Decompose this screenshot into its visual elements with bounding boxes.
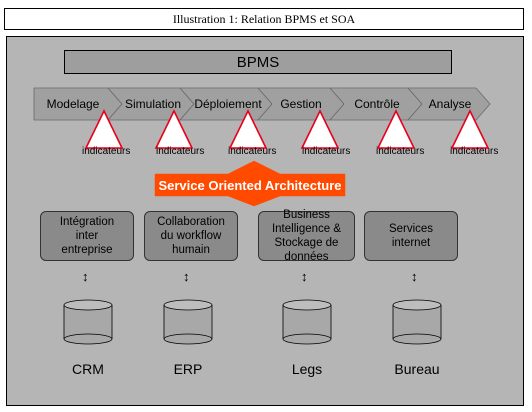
database-legs <box>282 299 332 345</box>
updown-arrow-icon: ↕ <box>82 269 89 284</box>
step-label-simulation: Simulation <box>124 97 182 111</box>
system-label-crm: CRM <box>72 361 104 377</box>
indicator-label-3: indicateurs <box>228 146 277 157</box>
indicator-triangle-5 <box>376 109 416 149</box>
indicator-triangle-3 <box>228 109 268 149</box>
soa-label: Service Oriented Architecture <box>158 177 342 193</box>
service-box-collaboration: Collaboration du workflow humain <box>144 211 238 261</box>
service-box-business-intelligence: Business Intelligence & Stockage de donn… <box>258 209 355 263</box>
step-label-modelage: Modelage <box>46 97 100 111</box>
system-label-bureau: Bureau <box>394 361 440 377</box>
indicator-label-4: indicateurs <box>302 146 351 157</box>
indicator-label-5: indicateurs <box>376 146 425 157</box>
indicator-label-6: indicateurs <box>450 146 499 157</box>
database-bureau <box>392 299 442 345</box>
service-box-services-internet: Services internet <box>364 211 458 261</box>
system-label-legs: Legs <box>291 361 323 377</box>
updown-arrow-icon: ↕ <box>301 269 308 284</box>
step-label-analyse: Analyse <box>428 97 472 111</box>
updown-arrow-icon: ↕ <box>183 269 190 284</box>
indicator-triangle-6 <box>450 109 490 149</box>
database-crm <box>63 299 113 345</box>
caption-frame: Illustration 1: Relation BPMS et SOA <box>4 8 524 30</box>
indicator-label-2: indicateurs <box>156 146 205 157</box>
figure-caption: Illustration 1: Relation BPMS et SOA <box>172 12 356 26</box>
indicator-triangle-1 <box>84 109 124 149</box>
service-box-integration: Intégration inter entreprise <box>40 211 134 261</box>
updown-arrow-icon: ↕ <box>411 269 418 284</box>
step-label-gestion: Gestion <box>280 97 322 111</box>
indicator-triangle-4 <box>300 109 340 149</box>
soa-double-arrow <box>154 160 346 207</box>
indicator-label-1: indicateurs <box>82 146 131 157</box>
step-label-controle: Contrôle <box>354 97 400 111</box>
database-erp <box>163 299 213 345</box>
step-label-deploiement: Déploiement <box>194 97 262 111</box>
bpms-bar: BPMS <box>64 50 452 74</box>
system-label-erp: ERP <box>173 361 203 377</box>
indicator-triangle-2 <box>154 109 194 149</box>
